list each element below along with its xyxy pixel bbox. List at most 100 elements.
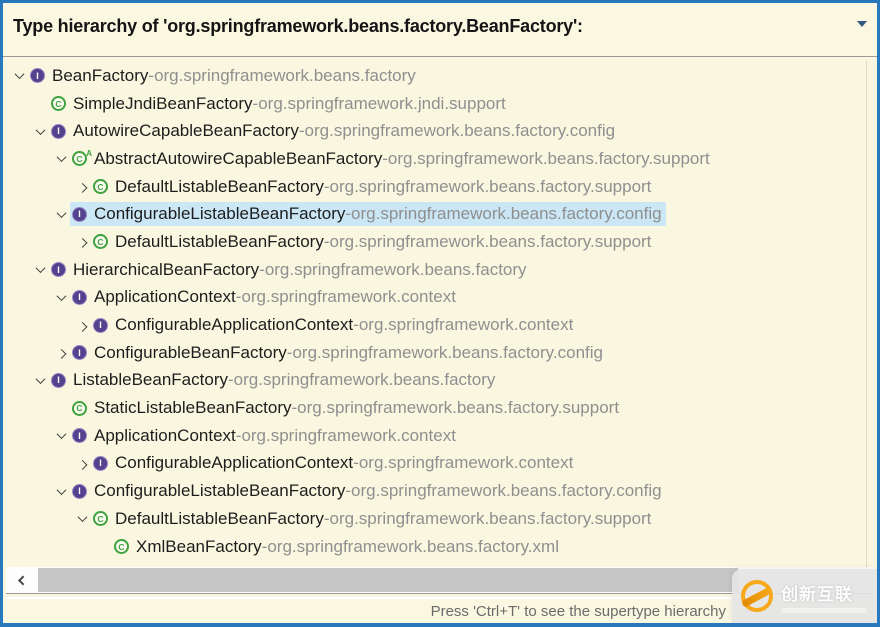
package-name: org.springframework.beans.factory.suppor… — [387, 148, 710, 168]
package-name: org.springframework.beans.factory — [154, 65, 416, 85]
separator: - — [235, 425, 242, 445]
chevron-right-icon[interactable] — [74, 178, 91, 195]
interface-icon: I — [93, 317, 108, 333]
chevron-down-icon[interactable] — [53, 150, 70, 167]
class-icon: C — [72, 400, 87, 416]
package-name: org.springframework.beans.factory — [233, 370, 496, 390]
chevron-down-icon[interactable] — [53, 427, 70, 444]
separator: - — [323, 176, 330, 196]
type-name: BeanFactory — [52, 65, 149, 85]
interface-icon: I — [51, 123, 66, 139]
watermark: 创新互联 — [732, 569, 877, 623]
class-icon: C — [93, 179, 108, 195]
type-name: ApplicationContext — [94, 287, 236, 307]
type-name: DefaultListableBeanFactory — [115, 508, 324, 528]
package-name: org.springframework.beans.factory.suppor… — [297, 398, 620, 418]
chevron-down-icon[interactable] — [53, 483, 70, 500]
type-name: ConfigurableApplicationContext — [115, 453, 354, 473]
type-name: ConfigurableListableBeanFactory — [94, 481, 346, 501]
separator: - — [345, 481, 352, 501]
package-name: org.springframework.context — [358, 453, 574, 473]
interface-icon: I — [72, 206, 87, 222]
popup-title: Type hierarchy of 'org.springframework.b… — [13, 16, 583, 36]
type-name: DefaultListableBeanFactory — [115, 176, 324, 196]
chevron-down-icon[interactable] — [53, 289, 70, 306]
type-name: XmlBeanFactory — [136, 536, 262, 556]
chevron-down-icon[interactable] — [53, 206, 70, 223]
interface-icon: I — [72, 428, 87, 444]
vertical-scrollbar-track[interactable] — [866, 61, 867, 567]
chevron-right-icon[interactable] — [53, 344, 70, 361]
separator: - — [323, 231, 330, 251]
package-name: org.springframework.beans.factory.config — [351, 481, 662, 501]
chevron-down-icon[interactable] — [32, 372, 49, 389]
package-name: org.springframework.beans.factory.config — [292, 342, 604, 362]
separator: - — [261, 536, 268, 556]
chevron-left-icon — [17, 575, 28, 585]
type-name: ListableBeanFactory — [73, 370, 228, 390]
separator: - — [235, 287, 242, 307]
horizontal-scrollbar[interactable] — [6, 567, 874, 594]
chevron-down-icon[interactable] — [74, 510, 91, 527]
separator: - — [259, 259, 265, 279]
scrollbar-thumb[interactable] — [38, 568, 738, 592]
type-name: ConfigurableListableBeanFactory — [94, 204, 346, 224]
chevron-spacer — [95, 538, 112, 555]
interface-icon: I — [72, 345, 87, 361]
separator: - — [286, 342, 293, 362]
chevron-down-icon[interactable] — [11, 67, 28, 84]
chevron-down-icon[interactable] — [32, 123, 49, 140]
watermark-text: 创新互联 — [781, 584, 853, 604]
chevron-right-icon[interactable] — [74, 233, 91, 250]
type-name: AbstractAutowireCapableBeanFactory — [94, 148, 383, 168]
package-name: org.springframework.beans.factory.config — [304, 121, 616, 141]
chuanglian-logo-icon — [741, 580, 773, 612]
chevron-down-icon[interactable] — [32, 261, 49, 278]
chevron-right-icon[interactable] — [74, 317, 91, 334]
scroll-left-button[interactable] — [6, 567, 36, 593]
package-name: org.springframework.context — [358, 315, 574, 335]
chevron-down-icon[interactable] — [857, 21, 867, 27]
chevron-right-icon[interactable] — [74, 455, 91, 472]
package-name: org.springframework.context — [241, 287, 456, 307]
chevron-spacer — [53, 400, 70, 417]
